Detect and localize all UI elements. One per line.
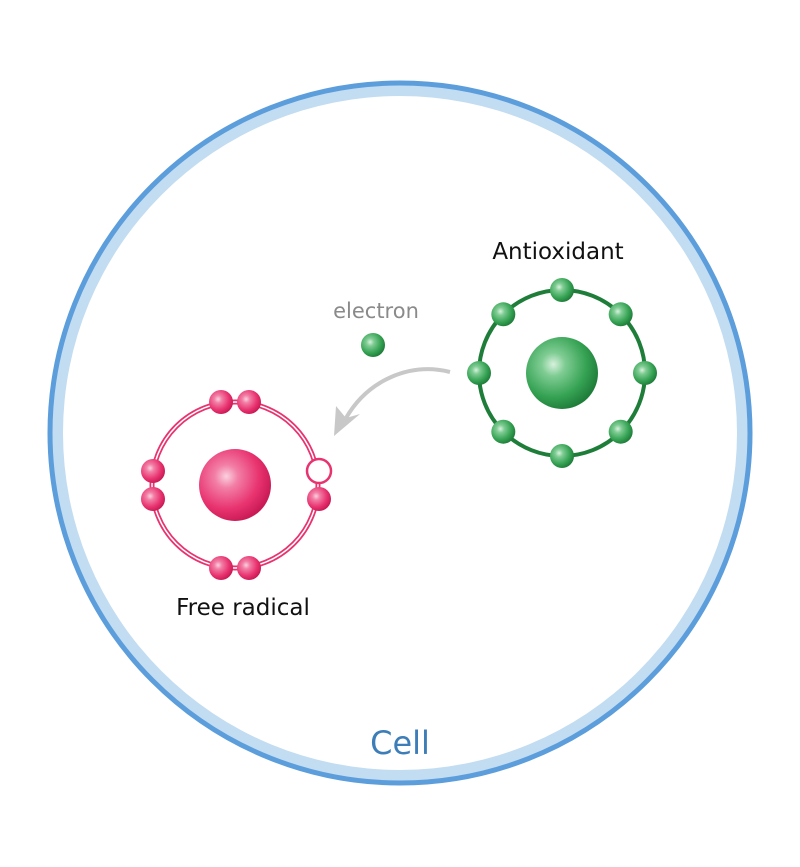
antioxidant-electron — [550, 444, 574, 468]
transfer-arrow — [334, 367, 451, 436]
radical-electron — [209, 556, 233, 580]
electron-label: electron — [333, 299, 419, 323]
radical-electron — [237, 390, 261, 414]
radical-nucleus — [199, 449, 271, 521]
free-radical-label: Free radical — [176, 595, 310, 621]
antioxidant-electron — [608, 302, 633, 327]
radical-electron — [237, 556, 261, 580]
free-electron — [361, 333, 385, 357]
antioxidant-nucleus — [526, 337, 598, 409]
antioxidant-electron — [491, 419, 516, 444]
cell — [47, 80, 753, 786]
antioxidant-electron — [491, 302, 516, 327]
antioxidant-electron — [550, 278, 574, 302]
free-radical-atom — [141, 390, 333, 580]
antioxidant-electron — [467, 361, 491, 385]
radical-electron — [141, 487, 165, 511]
antioxidant-atom — [467, 278, 657, 468]
cell-interior — [63, 96, 737, 770]
radical-electron — [307, 487, 331, 511]
antioxidant-label: Antioxidant — [492, 239, 623, 265]
cell-label: Cell — [370, 724, 430, 762]
radical-electron — [209, 390, 233, 414]
missing-electron-slot — [305, 457, 333, 485]
arrow-head-icon — [334, 406, 360, 436]
radical-electron — [141, 459, 165, 483]
antioxidant-electron — [608, 419, 633, 444]
antioxidant-electron — [633, 361, 657, 385]
